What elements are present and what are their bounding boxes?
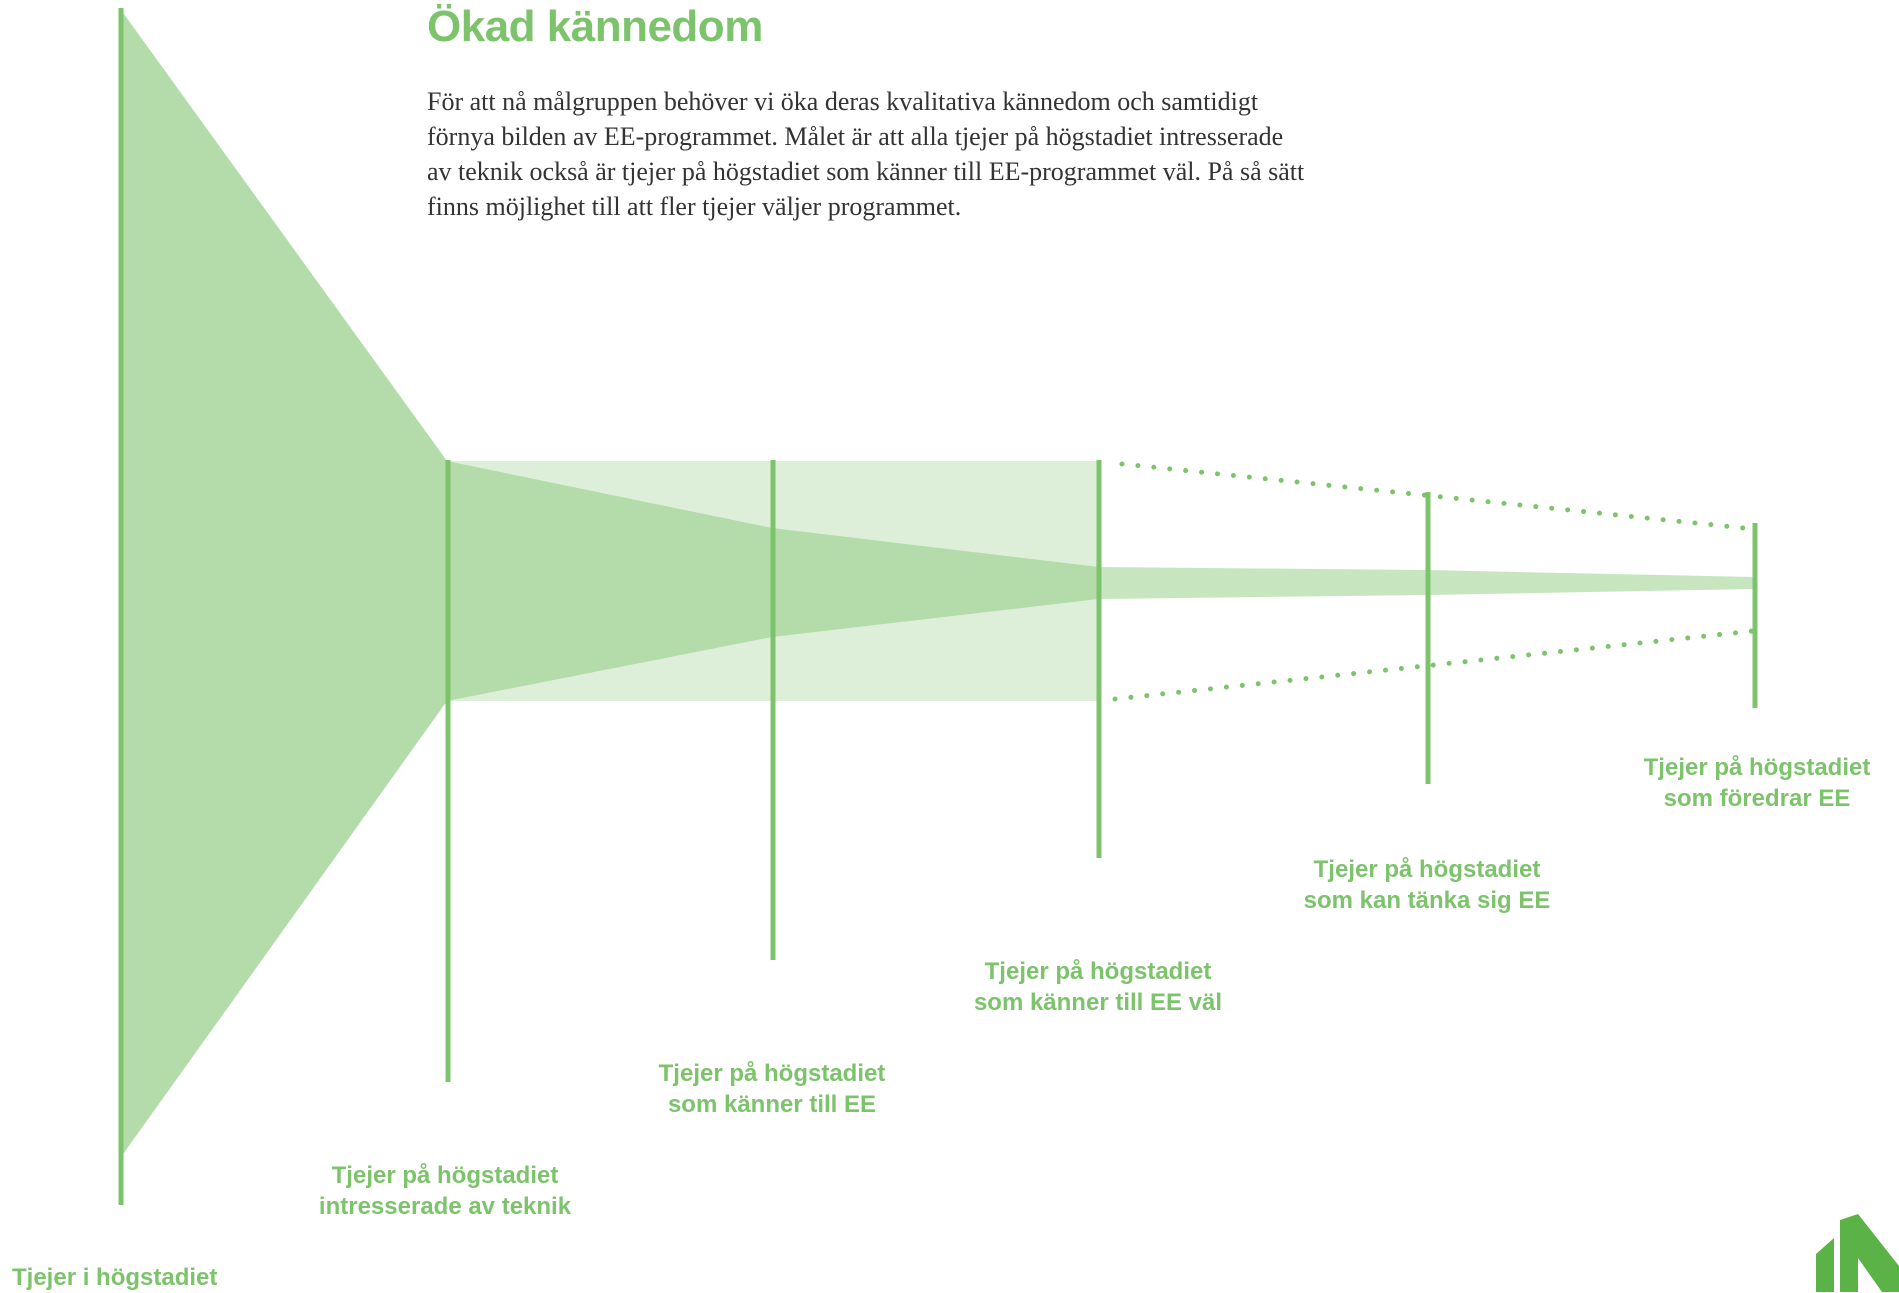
- intro-paragraph: För att nå målgruppen behöver vi öka der…: [427, 87, 1305, 221]
- stage-label-line1: Tjejer i högstadiet: [12, 1264, 218, 1291]
- stage-label-line2: som kan tänka sig EE: [1303, 887, 1551, 914]
- brand-logo-icon: [1816, 1214, 1899, 1292]
- stage-label-line1: Tjejer på högstadiet: [658, 1060, 886, 1087]
- stage-label-line2: som känner till EE: [667, 1091, 877, 1118]
- stage-label-line1: Tjejer på högstadiet: [1643, 754, 1871, 781]
- stage-label-all-girls: Tjejer i högstadiet: [12, 1262, 332, 1293]
- stage-label-line1: Tjejer på högstadiet: [1313, 856, 1541, 883]
- projection-dotted-lower: [1112, 628, 1756, 702]
- stage-label-line1: Tjejer på högstadiet: [984, 958, 1212, 985]
- funnel-main: [121, 10, 1099, 1157]
- stage-label-know-ee-well: Tjejer på högstadiet som känner till EE …: [918, 956, 1278, 1018]
- page-title: Ökad kännedom: [427, 2, 763, 51]
- stage-label-consider-ee: Tjejer på högstadiet som kan tänka sig E…: [1247, 854, 1607, 916]
- stage-label-line2: som känner till EE väl: [973, 989, 1223, 1016]
- stage-label-prefer-ee: Tjejer på högstadiet som föredrar EE: [1577, 752, 1899, 814]
- stage-label-line2: intresserade av teknik: [318, 1193, 572, 1220]
- stage-label-line1: Tjejer på högstadiet: [331, 1162, 559, 1189]
- stage-label-know-ee: Tjejer på högstadiet som känner till EE: [592, 1058, 952, 1120]
- projection-dotted-upper: [1119, 461, 1756, 532]
- stage-label-line2: som föredrar EE: [1663, 785, 1851, 812]
- stage-label-interested-in-tech: Tjejer på högstadiet intresserade av tek…: [265, 1160, 625, 1222]
